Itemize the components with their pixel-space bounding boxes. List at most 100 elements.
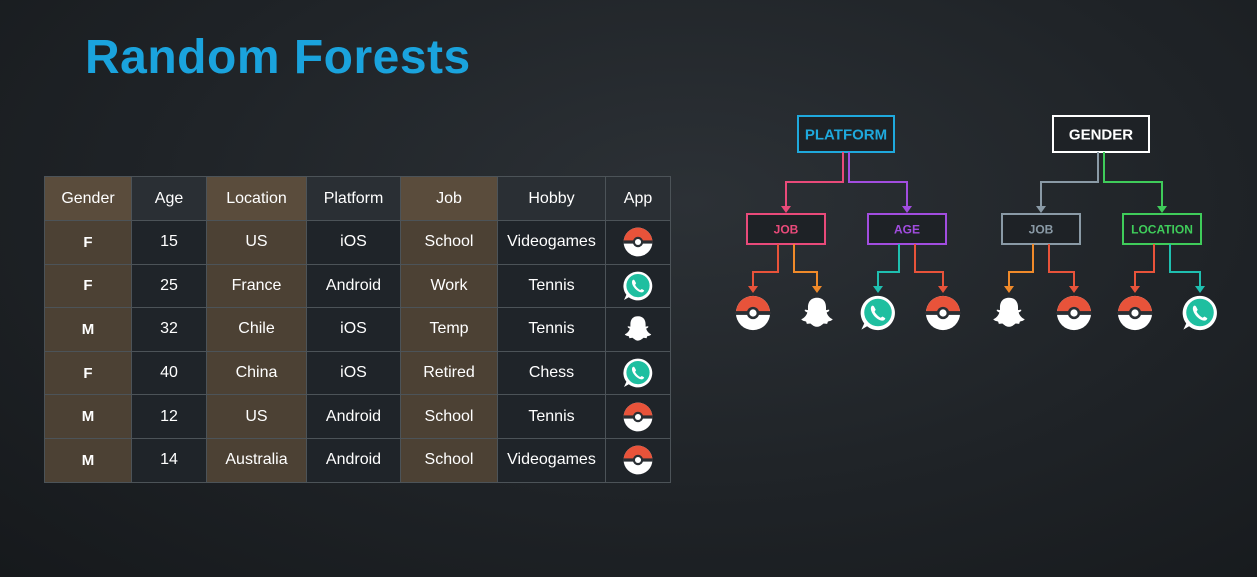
header-gender: Gender (44, 176, 132, 221)
tree0-branch-0 (785, 152, 844, 207)
tree1-leaf-arrow-1-0 (1134, 244, 1155, 287)
cell-app (605, 437, 671, 483)
cell-job: School (400, 394, 498, 439)
tree1-node-0-label: JOB (1029, 222, 1054, 236)
cell-hobby: Videogames (497, 220, 606, 265)
cell-job: School (400, 220, 498, 265)
cell-hobby: Tennis (497, 263, 606, 309)
cell-hobby: Tennis (497, 394, 606, 439)
tree1-branch-0-head (1036, 206, 1046, 213)
tree1-branch-1 (1103, 152, 1163, 207)
leaf-pokeball-icon (1117, 295, 1153, 331)
tree0-node-1-label: AGE (894, 222, 920, 236)
cell-gender: F (44, 220, 132, 265)
tree1-root-label: GENDER (1069, 126, 1133, 143)
tree0-root-box (797, 115, 895, 153)
cell-location: US (206, 220, 307, 265)
cell-job: Work (400, 263, 498, 309)
cell-age: 14 (131, 437, 207, 483)
cell-platform: iOS (306, 307, 401, 352)
cell-app (605, 307, 671, 352)
cell-job: School (400, 437, 498, 483)
whatsapp-icon (1182, 295, 1217, 331)
table-header-row: Gender Age Location Platform Job Hobby A… (44, 176, 671, 221)
tree1-node-0-box (1001, 213, 1081, 245)
cell-location: France (206, 263, 307, 309)
leaf-pokeball-icon (735, 295, 771, 331)
cell-job: Retired (400, 350, 498, 396)
tree1-branch-1-head (1157, 206, 1167, 213)
tree1-root-box (1052, 115, 1150, 153)
whatsapp-icon (623, 358, 653, 388)
leaf-pokeball-icon (1056, 295, 1092, 331)
leaf-whatsapp-icon (1182, 295, 1217, 331)
tree0-leaf-arrow-1-0-head (873, 286, 883, 293)
pokeball-icon (925, 295, 961, 331)
cell-location: Australia (206, 437, 307, 483)
tree0-node-0-box (746, 213, 826, 245)
pokeball-icon (735, 295, 771, 331)
cell-app (605, 350, 671, 396)
tree0-branch-0-head (781, 206, 791, 213)
tree0-branch-1 (848, 152, 908, 207)
cell-gender: M (44, 307, 132, 352)
cell-platform: Android (306, 394, 401, 439)
tree0-leaf-arrow-1-0 (877, 244, 900, 287)
slide-title: Random Forests (85, 31, 471, 84)
cell-hobby: Chess (497, 350, 606, 396)
cell-platform: Android (306, 263, 401, 309)
header-job: Job (400, 176, 498, 221)
pokeball-icon (623, 402, 653, 432)
header-platform: Platform (306, 176, 401, 221)
pokeball-icon (1056, 295, 1092, 331)
cell-platform: Android (306, 437, 401, 483)
cell-location: Chile (206, 307, 307, 352)
header-app: App (605, 176, 671, 221)
cell-age: 40 (131, 350, 207, 396)
tree0-leaf-arrow-1-1 (914, 244, 944, 287)
header-age: Age (131, 176, 207, 221)
tree0-branch-1-head (902, 206, 912, 213)
pokeball-icon (623, 227, 653, 257)
tree1-branch-0 (1040, 152, 1099, 207)
tree0-node-0-label: JOB (774, 222, 799, 236)
cell-age: 32 (131, 307, 207, 352)
leaf-snapchat-ghost-icon (801, 297, 833, 327)
tree0-leaf-arrow-0-0-head (748, 286, 758, 293)
cell-app (605, 263, 671, 309)
whatsapp-icon (623, 271, 653, 301)
cell-hobby: Tennis (497, 307, 606, 352)
cell-gender: M (44, 394, 132, 439)
cell-location: US (206, 394, 307, 439)
cell-platform: iOS (306, 220, 401, 265)
cell-hobby: Videogames (497, 437, 606, 483)
leaf-snapchat-ghost-icon (993, 297, 1025, 327)
cell-job: Temp (400, 307, 498, 352)
header-hobby: Hobby (497, 176, 606, 221)
data-table: Gender Age Location Platform Job Hobby A… (44, 176, 671, 483)
leaf-pokeball-icon (925, 295, 961, 331)
cell-app (605, 394, 671, 439)
tree1-leaf-arrow-0-1-head (1069, 286, 1079, 293)
tree1-node-1-label: LOCATION (1131, 222, 1193, 236)
pokeball-icon (1117, 295, 1153, 331)
tree0-leaf-arrow-0-1 (793, 244, 818, 287)
snapchat-ghost-icon (993, 297, 1025, 327)
cell-gender: F (44, 350, 132, 396)
whatsapp-icon (860, 295, 895, 331)
tree1-leaf-arrow-0-0 (1008, 244, 1034, 287)
tree1-leaf-arrow-1-1 (1169, 244, 1201, 287)
cell-age: 15 (131, 220, 207, 265)
leaf-whatsapp-icon (860, 295, 895, 331)
tree1-leaf-arrow-1-1-head (1195, 286, 1205, 293)
tree1-leaf-arrow-1-0-head (1130, 286, 1140, 293)
tree0-leaf-arrow-0-0 (752, 244, 779, 287)
cell-platform: iOS (306, 350, 401, 396)
tree0-root-label: PLATFORM (805, 126, 887, 143)
snapchat-ghost-icon (801, 297, 833, 327)
